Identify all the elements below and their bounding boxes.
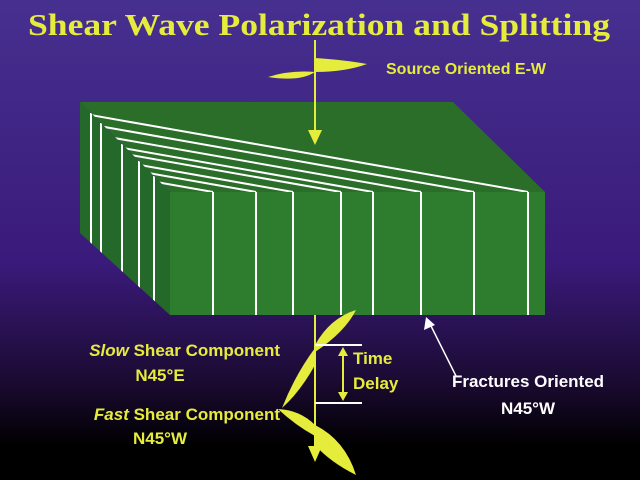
fracture-trace: [80, 102, 374, 192]
fast-orientation: N45°W: [133, 429, 188, 448]
fractures-orientation: N45°W: [501, 399, 556, 418]
fast-lobe-2: [315, 425, 356, 475]
fracture-trace: [80, 102, 529, 192]
fast-lobe-1: [278, 409, 315, 436]
arrow-down-icon: [308, 130, 322, 145]
source-label: Source Oriented E-W: [386, 61, 547, 78]
title: Shear Wave Polarization and Splitting: [28, 7, 611, 42]
fracture-trace: [80, 102, 422, 192]
block-left-face: [80, 102, 170, 315]
fast-word: Fast: [94, 405, 130, 424]
slow-orientation: N45°E: [135, 366, 184, 385]
fracture-trace: [80, 102, 257, 192]
fracture-trace: [80, 102, 342, 192]
fracture-trace: [80, 102, 294, 192]
pointer-arrow-icon: [424, 317, 435, 330]
time-label: Time: [353, 349, 392, 368]
slow-word: Slow: [89, 341, 130, 360]
source-wave: [268, 40, 367, 145]
slow-rest: Shear Component: [129, 341, 280, 360]
delay-label: Delay: [353, 374, 399, 393]
arrow-down-icon: [308, 446, 322, 462]
source-lobe-east: [315, 58, 367, 72]
fractured-rock-block: [80, 102, 545, 315]
fast-shear-label: Fast Shear Component: [94, 405, 280, 424]
fracture-traces-front: [212, 192, 529, 315]
fractures-label: Fractures Oriented: [452, 372, 604, 391]
block-top-face: [80, 102, 545, 192]
slow-shear-label: Slow Shear Component: [89, 341, 280, 360]
slow-lobe-2: [282, 348, 315, 408]
time-delay-double-arrow-icon: [338, 347, 348, 401]
fast-rest: Shear Component: [129, 405, 280, 424]
slow-lobe-1: [315, 310, 356, 352]
fracture-pointer-line: [429, 323, 457, 377]
block-front-face: [170, 192, 545, 315]
fracture-trace: [80, 102, 475, 192]
split-waves: [278, 310, 362, 475]
source-lobe-west: [268, 71, 315, 79]
